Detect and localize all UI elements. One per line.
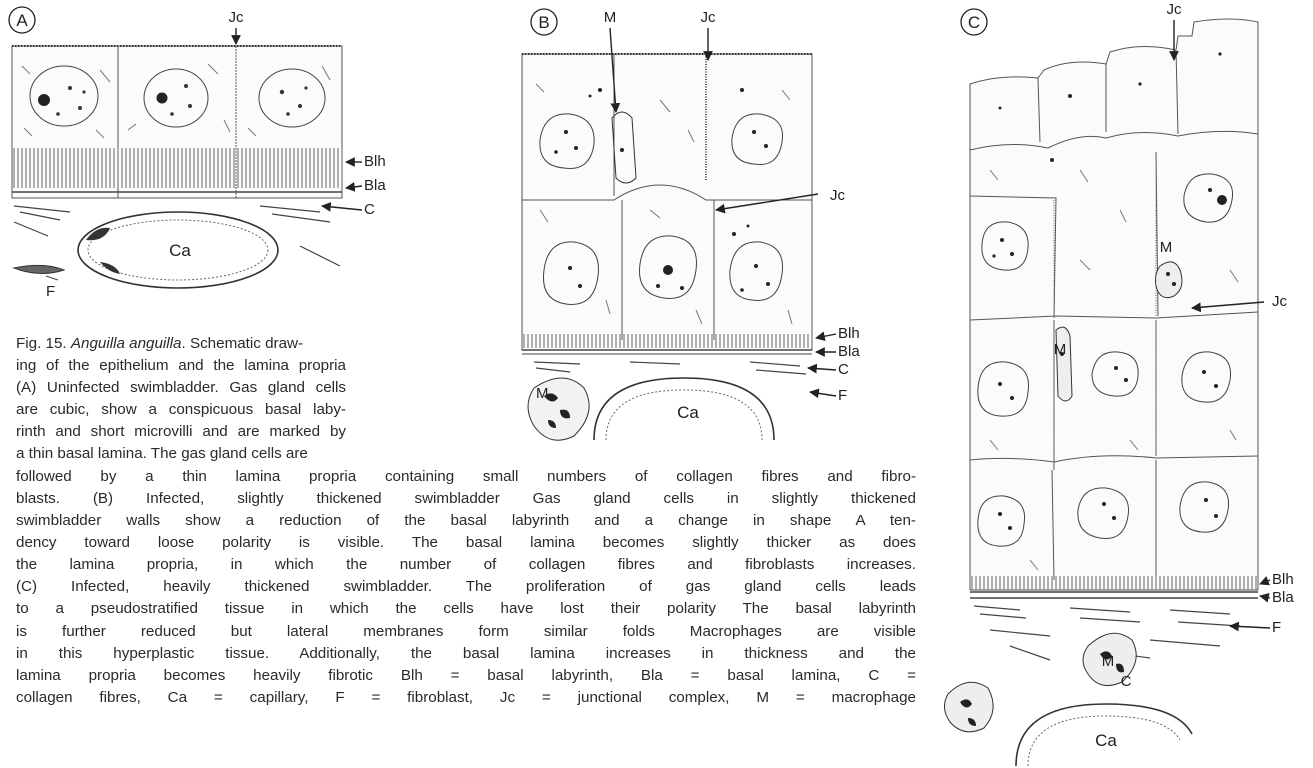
caption-line-8: blasts. (B) Infected, slightly thickened… — [16, 488, 916, 510]
caption-line-1: Fig. 15. Anguilla anguilla. Schematic dr… — [16, 333, 303, 355]
caption-line-6: a thin basal lamina. The gas gland cells… — [16, 443, 308, 465]
caption-line-4: are cubic, show a conspicuous basal laby… — [16, 399, 346, 421]
caption-line-3: (A) Uninfected swimbladder. Gas gland ce… — [16, 377, 346, 399]
caption-line-13: to a pseudostratified tissue in which th… — [16, 598, 916, 620]
caption-line-7: followed by a thin lamina propria contai… — [16, 466, 916, 488]
caption-line-5: rinth and short microvilli and are marke… — [16, 421, 346, 443]
caption-species: Anguilla anguilla — [71, 335, 182, 352]
caption-line-14: is further reduced but lateral membranes… — [16, 621, 916, 643]
caption-line-9: swimbladder walls show a reduction of th… — [16, 510, 916, 532]
caption-line-12: (C) Infected, heavily thickened swimblad… — [16, 576, 916, 598]
caption-line-11: the lamina propria, in which the number … — [16, 554, 916, 576]
caption-line-16: lamina propria becomes heavily fibrotic … — [16, 665, 916, 687]
caption-line-15: in this hyperplastic tissue. Additionall… — [16, 643, 916, 665]
caption-line-2: ing of the epithelium and the lamina pro… — [16, 355, 346, 377]
caption-line-17: collagen fibres, Ca = capillary, F = fib… — [16, 687, 916, 709]
caption-fig-label: Fig. 15. — [16, 335, 67, 352]
caption-line-1-text: . Schematic draw- — [182, 335, 304, 352]
caption-line-10: dency toward loose polarity is visible. … — [16, 532, 916, 554]
